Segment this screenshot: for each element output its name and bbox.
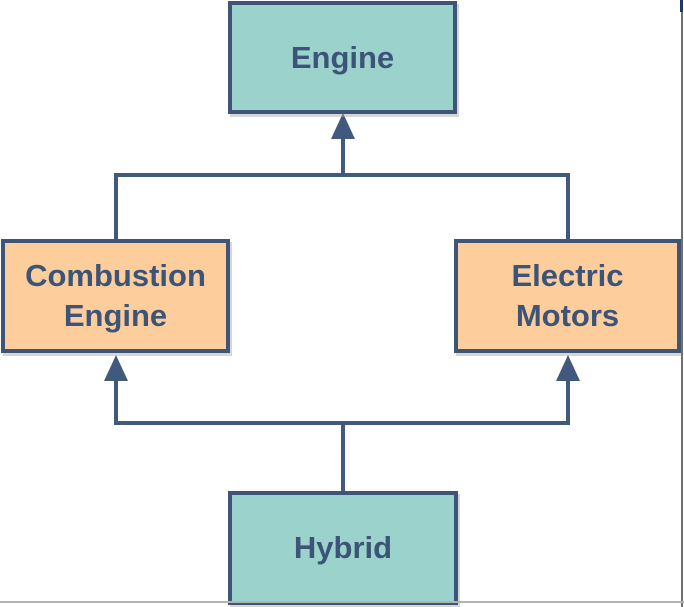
frame-right-edge <box>681 0 683 607</box>
frame-bottom-edge <box>0 601 684 603</box>
node-combustion-engine[interactable]: Combustion Engine <box>1 239 230 353</box>
connector-split-to-combustion <box>114 378 118 425</box>
node-hybrid-label: Hybrid <box>293 530 393 565</box>
node-engine[interactable]: Engine <box>228 1 457 114</box>
arrowhead-into-combustion-icon <box>104 355 128 381</box>
node-electric-motors-label: Electric Motors <box>511 258 624 333</box>
arrowhead-into-electric-icon <box>556 355 580 381</box>
node-hybrid[interactable]: Hybrid <box>228 491 458 605</box>
connector-electric-to-merge <box>566 173 570 239</box>
frame-right-edge-cap <box>680 0 683 12</box>
arrowhead-into-engine-icon <box>331 113 355 139</box>
node-combustion-engine-label: Combustion Engine <box>25 258 206 333</box>
connector-merge-to-engine <box>341 136 345 177</box>
connector-combustion-to-merge <box>114 173 118 239</box>
node-engine-label: Engine <box>290 39 395 75</box>
connector-hybrid-to-split <box>341 421 345 491</box>
node-electric-motors[interactable]: Electric Motors <box>454 239 681 353</box>
connector-split-to-electric <box>566 378 570 425</box>
